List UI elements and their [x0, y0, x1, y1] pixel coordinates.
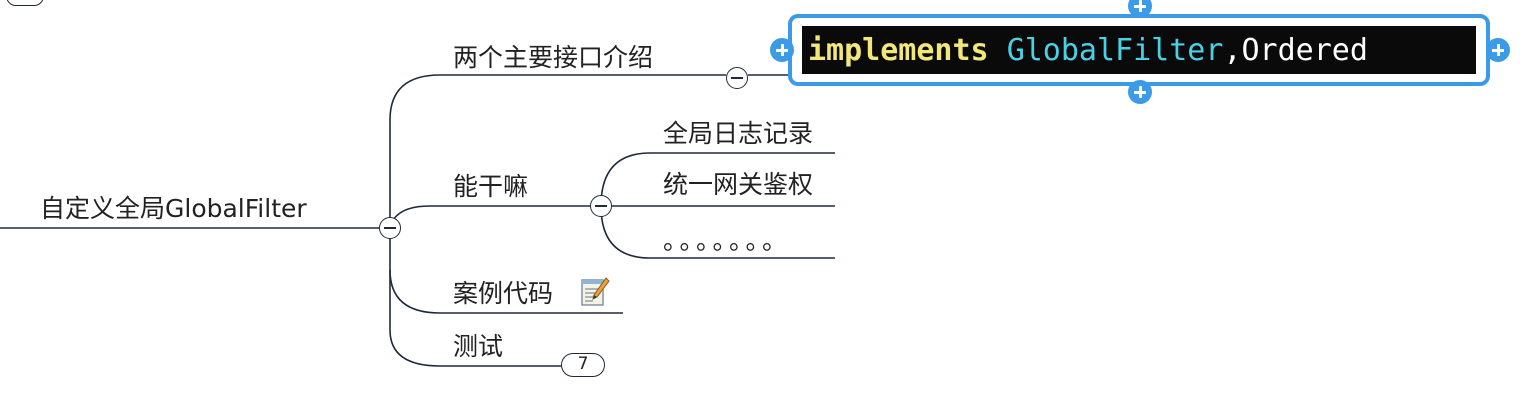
code-type: GlobalFilter — [1006, 32, 1224, 68]
topic-ellipsis[interactable]: 。。。。。。。 — [663, 226, 792, 255]
topic-test[interactable]: 测试 — [453, 332, 504, 361]
collapsed-children-count-badge[interactable]: 7 — [561, 353, 605, 377]
connector-branch-2 — [389, 205, 590, 229]
code-ordered: Ordered — [1241, 32, 1368, 68]
collapse-what-can-do-button[interactable] — [590, 195, 612, 217]
topic-interfaces[interactable]: 两个主要接口介绍 — [453, 43, 654, 72]
topic-gateway-auth[interactable]: 统一网关鉴权 — [663, 170, 814, 199]
root-topic[interactable]: 自定义全局GlobalFilter — [40, 194, 307, 223]
connector-child-1 — [600, 152, 835, 207]
note-pencil-icon[interactable] — [580, 276, 610, 308]
topic-what-can-do[interactable]: 能干嘛 — [453, 172, 529, 201]
topic-sample-code[interactable]: 案例代码 — [453, 279, 554, 308]
code-keyword: implements — [808, 32, 989, 68]
add-topic-right-handle-icon[interactable] — [1486, 38, 1510, 62]
connector-child-3 — [600, 205, 835, 259]
code-separator: , — [1223, 32, 1242, 68]
topic-global-logging[interactable]: 全局日志记录 — [663, 119, 814, 148]
code-snippet: implements GlobalFilter,Ordered — [802, 26, 1476, 74]
add-topic-left-handle-icon[interactable] — [770, 38, 794, 62]
add-topic-below-handle-icon[interactable] — [1128, 80, 1152, 104]
collapse-interfaces-button[interactable] — [726, 67, 748, 89]
connector-branch-1 — [389, 74, 726, 228]
selected-code-topic[interactable]: implements GlobalFilter,Ordered — [788, 14, 1490, 86]
add-topic-above-handle-icon[interactable] — [1128, 0, 1152, 18]
connector-branch-4 — [389, 270, 561, 367]
collapse-root-button[interactable] — [379, 217, 401, 239]
